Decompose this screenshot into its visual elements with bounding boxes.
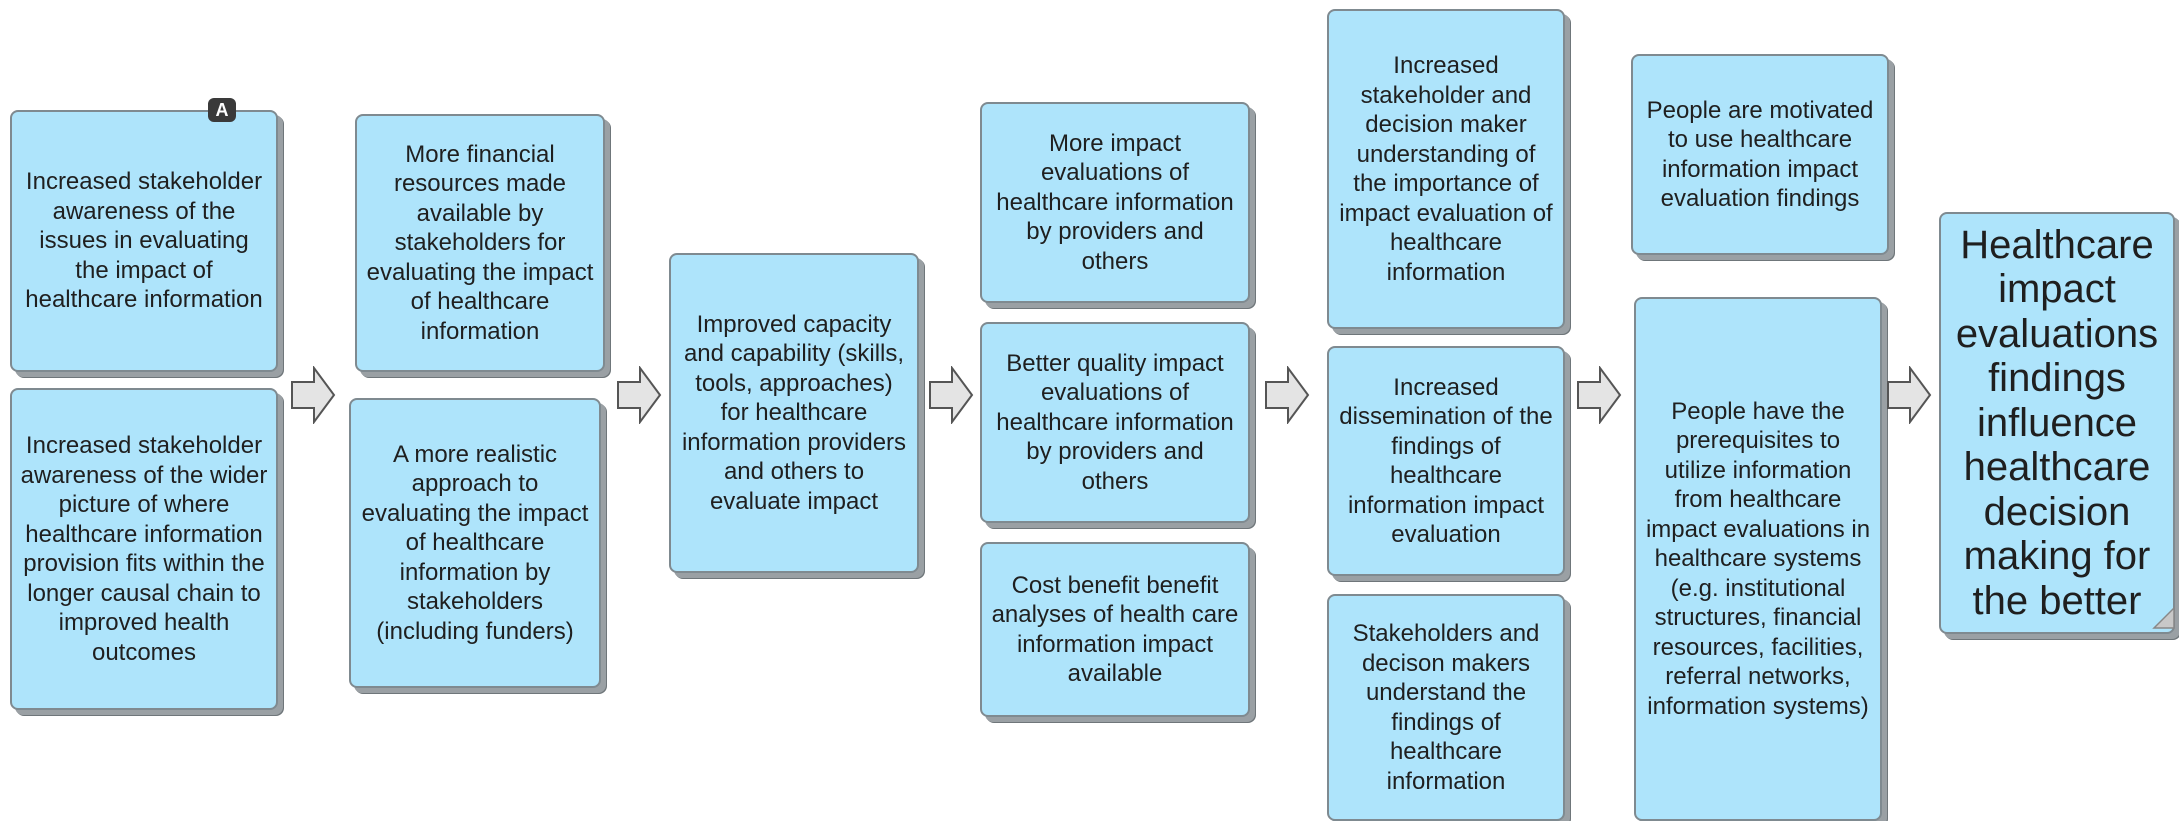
outcome-box-increased-understanding: Increased stakeholder and decision maker… bbox=[1327, 9, 1565, 329]
right-arrow-icon bbox=[1887, 366, 1932, 424]
right-arrow-icon bbox=[617, 366, 662, 424]
box-text: People are motivated to use healthcare i… bbox=[1646, 96, 1874, 213]
outcome-box-cost-benefit-analyses: Cost benefit benefit analyses of health … bbox=[980, 542, 1250, 717]
final-outcome-text: Healthcare impact evaluations findings i… bbox=[1955, 222, 2159, 623]
outcome-box-better-quality-evaluations: Better quality impact evaluations of hea… bbox=[980, 322, 1250, 523]
right-arrow-icon bbox=[1265, 366, 1310, 424]
box-text: A more realistic approach to evaluating … bbox=[361, 440, 589, 645]
box-text: Increased dissemination of the findings … bbox=[1339, 373, 1553, 549]
box-text: Increased stakeholder awareness of the w… bbox=[20, 432, 268, 666]
box-text: Increased stakeholder awareness of the i… bbox=[25, 168, 263, 314]
box-text: People have the prerequisites to utilize… bbox=[1645, 397, 1871, 720]
outcome-box-stakeholder-awareness-issues: Increased stakeholder awareness of the i… bbox=[10, 110, 278, 372]
outcome-box-increased-dissemination: Increased dissemination of the findings … bbox=[1327, 346, 1565, 576]
box-text: Better quality impact evaluations of hea… bbox=[996, 349, 1234, 495]
outcome-box-people-motivated: People are motivated to use healthcare i… bbox=[1631, 54, 1889, 255]
outcome-box-improved-capacity: Improved capacity and capability (skills… bbox=[669, 253, 919, 573]
resize-corner-icon bbox=[2152, 606, 2175, 629]
right-arrow-icon bbox=[929, 366, 974, 424]
box-text: More financial resources made available … bbox=[366, 140, 594, 345]
right-arrow-icon bbox=[291, 366, 336, 424]
box-text: Cost benefit benefit analyses of health … bbox=[991, 571, 1239, 688]
box-text: Increased stakeholder and decision maker… bbox=[1339, 52, 1553, 286]
box-text: Improved capacity and capability (skills… bbox=[681, 310, 907, 515]
outcome-box-realistic-approach: A more realistic approach to evaluating … bbox=[349, 398, 601, 688]
box-text: More impact evaluations of healthcare in… bbox=[996, 129, 1234, 275]
outcome-box-stakeholders-understand-findings: Stakeholders and decison makers understa… bbox=[1327, 594, 1565, 821]
right-arrow-icon bbox=[1577, 366, 1622, 424]
box-text: Stakeholders and decison makers understa… bbox=[1352, 620, 1540, 795]
outcome-box-people-prerequisites: People have the prerequisites to utilize… bbox=[1634, 297, 1882, 821]
outcome-box-more-financial-resources: More financial resources made available … bbox=[355, 114, 605, 372]
badge-label: A bbox=[208, 98, 236, 122]
outcome-box-more-impact-evaluations: More impact evaluations of healthcare in… bbox=[980, 102, 1250, 303]
final-outcome-box: Healthcare impact evaluations findings i… bbox=[1939, 212, 2175, 634]
outcome-box-stakeholder-awareness-wider-picture: Increased stakeholder awareness of the w… bbox=[10, 388, 278, 710]
